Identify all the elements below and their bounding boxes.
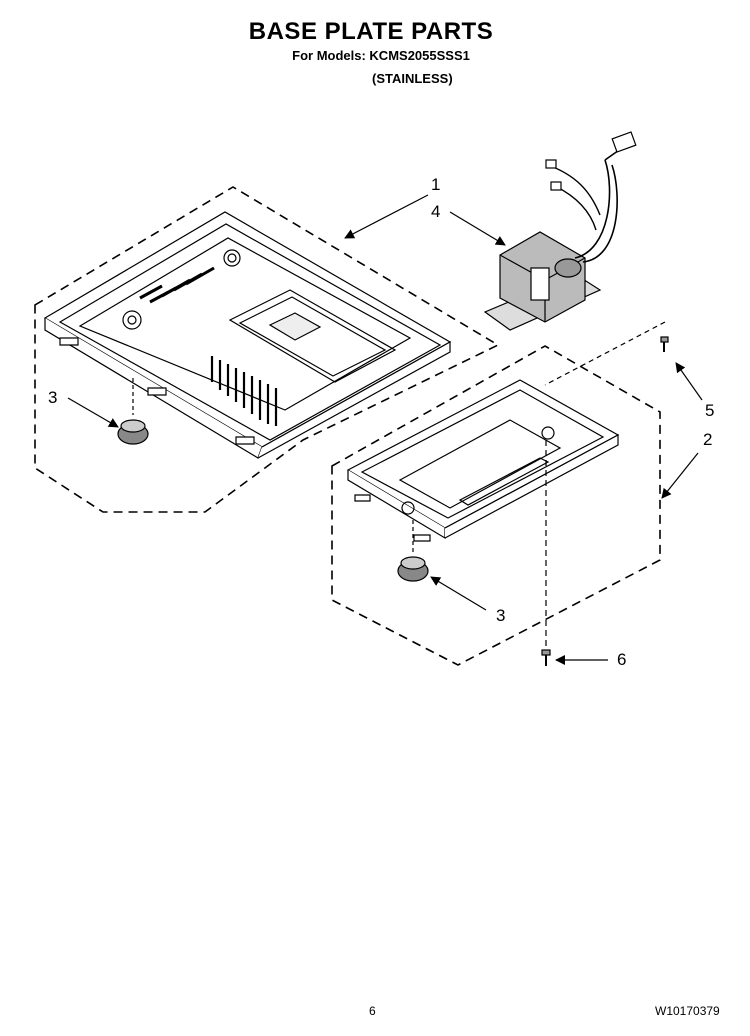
callout-6: 6 <box>617 650 626 669</box>
assembly-2-boundary <box>331 345 661 666</box>
models-line: For Models: KCMS2055SSS1 <box>292 48 470 63</box>
mounting-plate-part <box>346 379 620 542</box>
page-title: BASE PLATE PARTS <box>248 18 494 45</box>
screw-part-6 <box>541 440 551 666</box>
leader-3-right <box>430 576 487 611</box>
leader-3-left <box>67 397 119 428</box>
foot-part-left <box>117 378 149 445</box>
callout-4: 4 <box>431 202 440 221</box>
leader-4 <box>449 211 506 246</box>
vent-slots <box>139 266 215 304</box>
callout-2: 2 <box>703 430 712 449</box>
callout-1: 1 <box>431 175 440 194</box>
callout-3-right: 3 <box>496 606 505 625</box>
callout-3-left: 3 <box>48 388 57 407</box>
assembly-1-boundary <box>34 186 500 513</box>
leader-2 <box>661 452 699 499</box>
finish-line: (STAINLESS) <box>372 71 453 86</box>
transformer-part <box>483 131 637 331</box>
document-number: W10170379 <box>655 1004 720 1018</box>
callout-5: 5 <box>705 401 714 420</box>
screw-part-5 <box>544 321 669 386</box>
foot-part-right <box>397 520 429 582</box>
base-plate-part <box>43 211 452 459</box>
side-vents <box>210 356 278 426</box>
page-number: 6 <box>369 1004 376 1018</box>
leader-5 <box>675 362 703 401</box>
leader-1 <box>344 194 429 239</box>
